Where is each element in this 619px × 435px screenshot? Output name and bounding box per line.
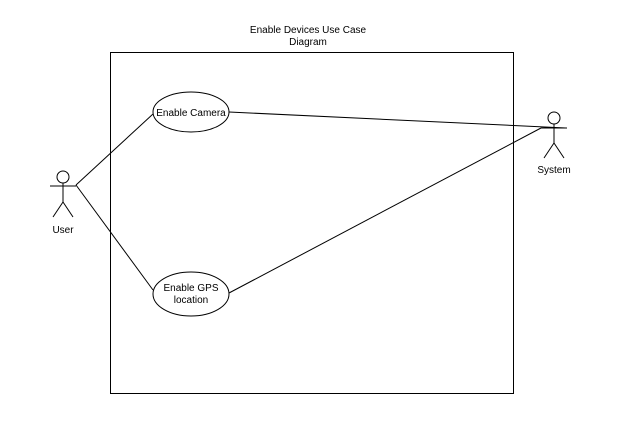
diagram-title-line1: Enable Devices Use Case xyxy=(250,25,367,36)
association-camera-system[interactable] xyxy=(228,111,567,129)
usecase-enable-camera-label: Enable Camera xyxy=(156,108,226,119)
usecase-enable-gps-label-line1: Enable GPS xyxy=(163,283,218,294)
usecase-enable-gps[interactable]: Enable GPS location xyxy=(152,271,230,317)
system-actor-icon xyxy=(541,111,567,159)
actor-system-label: System xyxy=(537,165,570,176)
association-user-gps[interactable] xyxy=(75,184,154,291)
association-gps-system[interactable] xyxy=(228,127,542,294)
usecase-enable-gps-label-line2: location xyxy=(174,295,208,306)
usecase-enable-camera-ellipse xyxy=(152,91,230,133)
system-boundary[interactable] xyxy=(110,52,514,394)
actor-user-label: User xyxy=(52,225,74,236)
diagram-title-line2: Diagram xyxy=(289,37,327,48)
usecase-enable-gps-ellipse xyxy=(152,271,230,317)
actor-system[interactable]: System xyxy=(537,111,571,176)
user-actor-icon xyxy=(50,170,76,218)
actor-user[interactable]: User xyxy=(50,170,76,236)
usecase-enable-camera[interactable]: Enable Camera xyxy=(152,91,230,133)
association-user-camera[interactable] xyxy=(75,113,154,186)
